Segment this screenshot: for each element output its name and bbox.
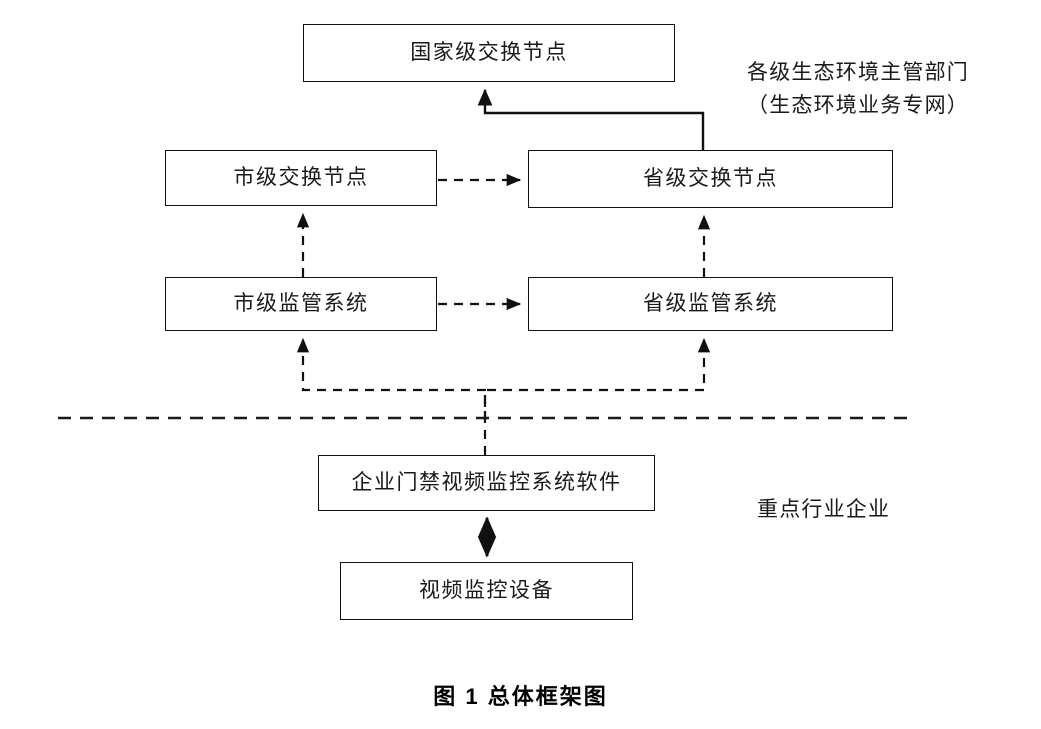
edge-province-exchange-to-national (477, 88, 705, 150)
figure-caption: 图 1 总体框架图 (433, 684, 608, 709)
node-city-system[interactable]: 市级监管系统 (165, 277, 437, 331)
annotation-authority-line2: （生态环境业务专网） (747, 92, 969, 117)
node-province-exchange-label: 省级交换节点 (643, 166, 778, 191)
node-city-system-label: 市级监管系统 (233, 291, 369, 316)
node-enterprise-software-label: 企业门禁视频监控系统软件 (351, 470, 622, 495)
node-province-system[interactable]: 省级监管系统 (528, 277, 893, 331)
node-video-device[interactable]: 视频监控设备 (340, 562, 633, 620)
annotation-authority-line1: 各级生态环境主管部门 (747, 60, 969, 84)
node-national-exchange-label: 国家级交换节点 (410, 40, 568, 65)
edge-software-to-province-system (483, 337, 711, 420)
node-national-exchange[interactable]: 国家级交换节点 (303, 24, 675, 82)
node-enterprise-software[interactable]: 企业门禁视频监控系统软件 (318, 455, 655, 511)
node-city-exchange-label: 市级交换节点 (233, 165, 369, 190)
annotation-industry-zone: 重点行业企业 (757, 497, 891, 521)
edge-software-to-city-system (296, 337, 487, 455)
node-province-exchange[interactable]: 省级交换节点 (528, 150, 893, 208)
annotation-authority-zone: 各级生态环境主管部门 （生态环境业务专网） (747, 56, 969, 121)
node-city-exchange[interactable]: 市级交换节点 (165, 150, 437, 206)
node-video-device-label: 视频监控设备 (419, 578, 554, 603)
node-province-system-label: 省级监管系统 (643, 291, 778, 316)
